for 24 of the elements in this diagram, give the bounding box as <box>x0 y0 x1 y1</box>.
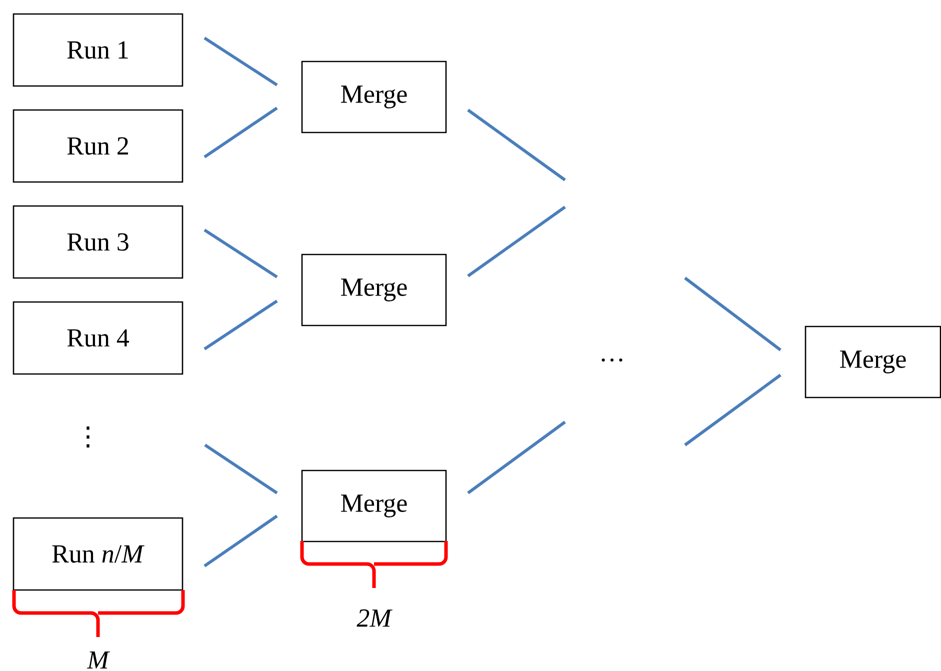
brace-label: M <box>86 652 110 669</box>
connector-line <box>204 444 278 494</box>
merge-box: Merge <box>301 470 447 542</box>
connector-line <box>204 228 278 278</box>
ellipsis-label: … <box>602 358 622 362</box>
run-box: Run 2 <box>12 109 184 183</box>
merge-box: Merge <box>301 254 447 326</box>
merge-box: Merge <box>804 326 941 398</box>
merge-box: Merge <box>301 60 447 134</box>
connector-line <box>467 108 566 182</box>
run-box: Run n/M <box>12 517 184 591</box>
connector-line <box>204 106 278 158</box>
run-box: Run 3 <box>12 205 184 279</box>
run-box: Run 4 <box>12 301 184 375</box>
ellipsis-label: ⋮ <box>86 426 90 448</box>
run-box: Run 1 <box>12 13 184 87</box>
connector-line <box>684 276 782 352</box>
connector-line <box>204 300 278 350</box>
brace-label: 2M <box>356 609 393 627</box>
connector-line <box>467 420 566 494</box>
connector-line <box>684 374 782 446</box>
connector-line <box>467 206 566 278</box>
connector-line <box>204 36 278 86</box>
connector-line <box>204 514 278 568</box>
